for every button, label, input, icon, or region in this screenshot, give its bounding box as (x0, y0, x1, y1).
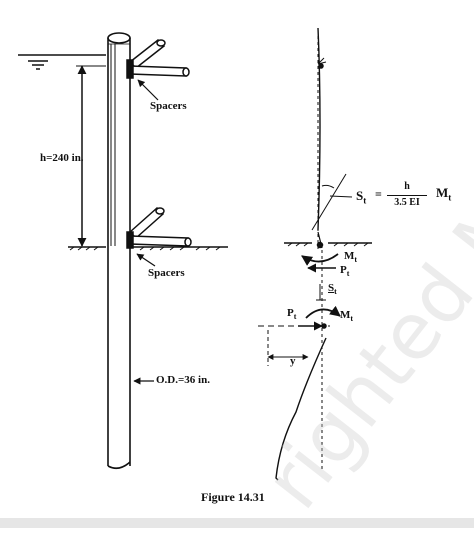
equals-sign: = (375, 187, 382, 201)
top-hinge (317, 57, 327, 69)
mt-label-lower: Mt (340, 309, 354, 324)
deflected-pile-lower (275, 337, 327, 481)
height-label: h=240 in. (40, 152, 84, 164)
fraction-numerator: h (404, 181, 410, 192)
st-leader (329, 195, 353, 198)
original-axis-dashed (317, 30, 323, 470)
spacers-top-label: Spacers (150, 100, 187, 112)
fraction-bar (387, 195, 427, 196)
spacers-bottom-arrow (136, 253, 156, 267)
spacers-bottom-label: Spacers (148, 267, 185, 279)
deflected-pile-upper (317, 27, 321, 231)
pile-shaft (107, 32, 131, 470)
st-gap-marks (316, 284, 326, 301)
spacer-top (126, 38, 190, 79)
water-level-symbol (28, 60, 48, 70)
inner-pipe (110, 44, 116, 246)
y-dimension (267, 330, 309, 366)
diameter-label: O.D.=36 in. (156, 374, 210, 386)
tangent-line (311, 173, 347, 231)
spacer-bottom (126, 206, 192, 249)
slope-angle-arc (321, 184, 335, 189)
spacers-top-arrow (137, 79, 159, 101)
st-symbol: St (356, 188, 367, 206)
st-gap-label: St (328, 282, 337, 297)
moment-arc-upper (301, 253, 339, 266)
pt-label-lower: Pt (287, 307, 297, 322)
pt-label-upper: Pt (340, 264, 350, 279)
bottom-border-bar (0, 518, 474, 528)
moment-arc-lower (305, 305, 341, 319)
y-label: y (290, 355, 296, 367)
mt-symbol: Mt (436, 185, 452, 203)
mt-label-upper: Mt (344, 250, 358, 265)
ground-surface-right (284, 242, 372, 247)
figure-caption: Figure 14.31 (201, 490, 265, 504)
height-dimension (76, 65, 106, 247)
ground-surface-left (68, 246, 228, 251)
fraction-denominator: 3.5 EI (394, 197, 420, 208)
